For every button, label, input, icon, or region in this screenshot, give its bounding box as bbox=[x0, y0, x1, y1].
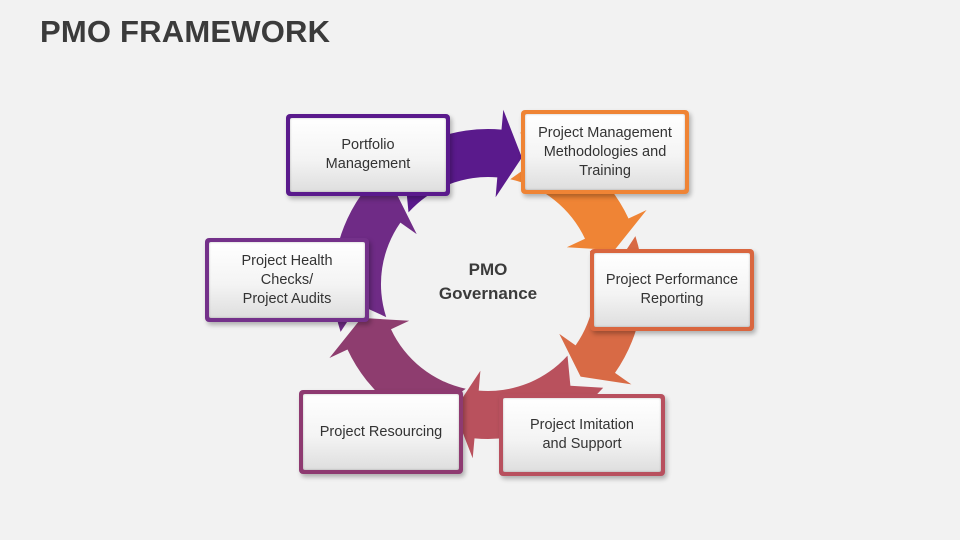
node-label: Project Performance Reporting bbox=[594, 253, 750, 327]
node-health-checks-audits[interactable]: Project Health Checks/ Project Audits bbox=[205, 238, 369, 322]
node-performance-reporting[interactable]: Project Performance Reporting bbox=[590, 249, 754, 331]
center-label-line2: Governance bbox=[438, 284, 538, 303]
center-label: PMO Governance bbox=[398, 258, 578, 306]
node-label: Project Management Methodologies and Tra… bbox=[525, 114, 685, 190]
node-label: Project Resourcing bbox=[303, 394, 459, 470]
node-imitation-support[interactable]: Project Imitation and Support bbox=[499, 394, 665, 476]
node-label: Portfolio Management bbox=[290, 118, 446, 192]
node-portfolio-management[interactable]: Portfolio Management bbox=[286, 114, 450, 196]
node-methodologies-training[interactable]: Project Management Methodologies and Tra… bbox=[521, 110, 689, 194]
node-label: Project Health Checks/ Project Audits bbox=[209, 242, 365, 318]
node-label: Project Imitation and Support bbox=[503, 398, 661, 472]
center-label-line1: PMO bbox=[468, 260, 508, 279]
page-title: PMO FRAMEWORK bbox=[40, 14, 331, 49]
node-project-resourcing[interactable]: Project Resourcing bbox=[299, 390, 463, 474]
